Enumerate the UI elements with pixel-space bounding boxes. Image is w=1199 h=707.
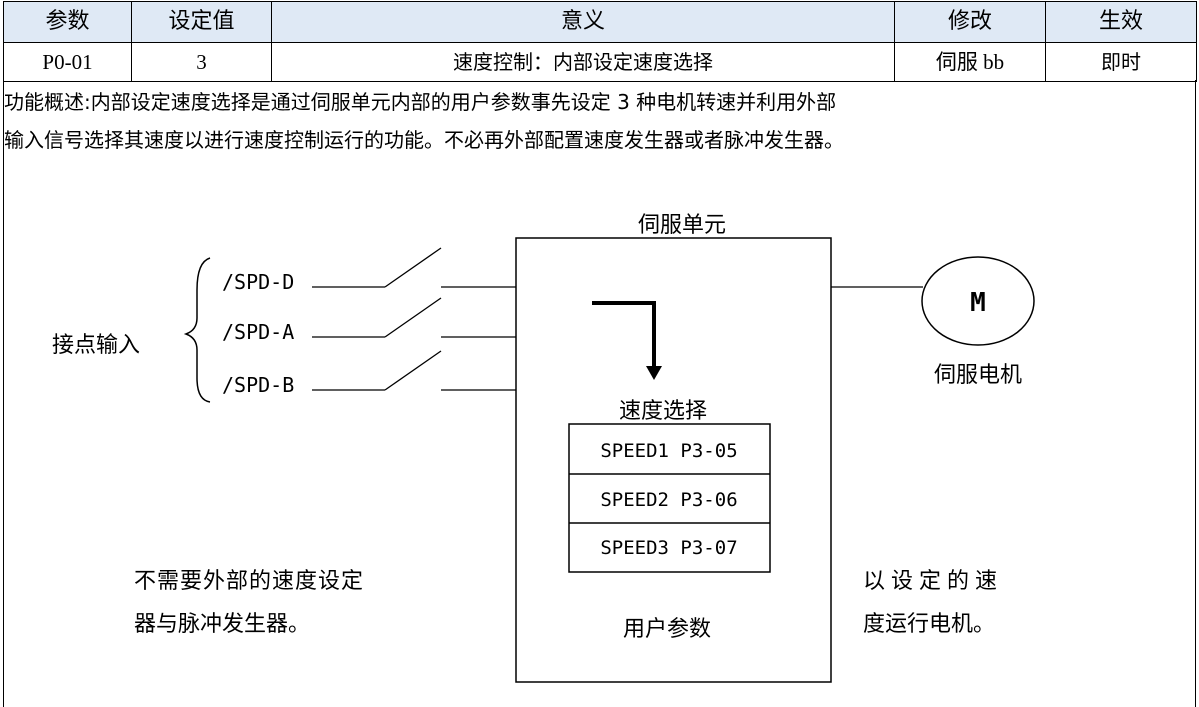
note-left-line-1: 不需要外部的速度设定	[134, 569, 364, 594]
cell-meaning: 速度控制：内部设定速度选择	[271, 42, 895, 82]
selection-arrow	[592, 301, 656, 370]
table-header-row: 参数 设定值 意义 修改 生效	[3, 1, 1197, 43]
header-effect: 生效	[1045, 1, 1197, 43]
speed2-param: SPEED2 P3-06	[600, 489, 737, 511]
cell-param: P0-01	[3, 42, 132, 82]
header-modify: 修改	[894, 1, 1046, 43]
table-row: P0-01 3 速度控制：内部设定速度选择 伺服 bb 即时	[3, 42, 1197, 82]
header-param: 参数	[3, 1, 132, 43]
speed1-param: SPEED1 P3-05	[600, 440, 737, 462]
switch-spd-d	[384, 247, 442, 288]
motor-symbol	[921, 256, 1035, 346]
description-line-2: 输入信号选择其速度以进行速度控制运行的功能。不必再外部配置速度发生器或者脉冲发生…	[4, 128, 844, 152]
speed-select-label: 速度选择	[619, 399, 707, 424]
input-spd-b-label: /SPD-B	[222, 373, 294, 397]
servo-unit-box	[515, 237, 832, 683]
input-spd-d-label: /SPD-D	[222, 270, 294, 294]
servo-unit-label: 伺服单元	[638, 213, 726, 238]
contact-input-label: 接点输入	[52, 333, 140, 358]
switch-spd-a	[384, 297, 442, 338]
note-right-line-2: 度运行电机。	[863, 612, 995, 637]
user-param-table	[568, 423, 771, 573]
input-brace	[183, 257, 211, 403]
user-params-label: 用户参数	[623, 617, 711, 642]
selection-arrowhead	[646, 366, 662, 380]
note-left-line-2: 器与脉冲发生器。	[134, 612, 310, 637]
motor-letter: M	[970, 288, 986, 318]
switch-spd-b	[384, 350, 442, 391]
speed3-param: SPEED3 P3-07	[600, 537, 737, 559]
cell-modify: 伺服 bb	[894, 42, 1046, 82]
note-right-line-1: 以设定的速	[863, 569, 1003, 594]
description-cell	[3, 80, 1196, 707]
parameter-table: 参数 设定值 意义 修改 生效 P0-01 3 速度控制：内部设定速度选择 伺服…	[3, 1, 1197, 82]
motor-label: 伺服电机	[934, 363, 1022, 388]
input-spd-a-label: /SPD-A	[222, 320, 294, 344]
cell-value: 3	[131, 42, 272, 82]
description-line-1: 功能概述:内部设定速度选择是通过伺服单元内部的用户参数事先设定 3 种电机转速并…	[4, 90, 837, 114]
cell-effect: 即时	[1045, 42, 1197, 82]
